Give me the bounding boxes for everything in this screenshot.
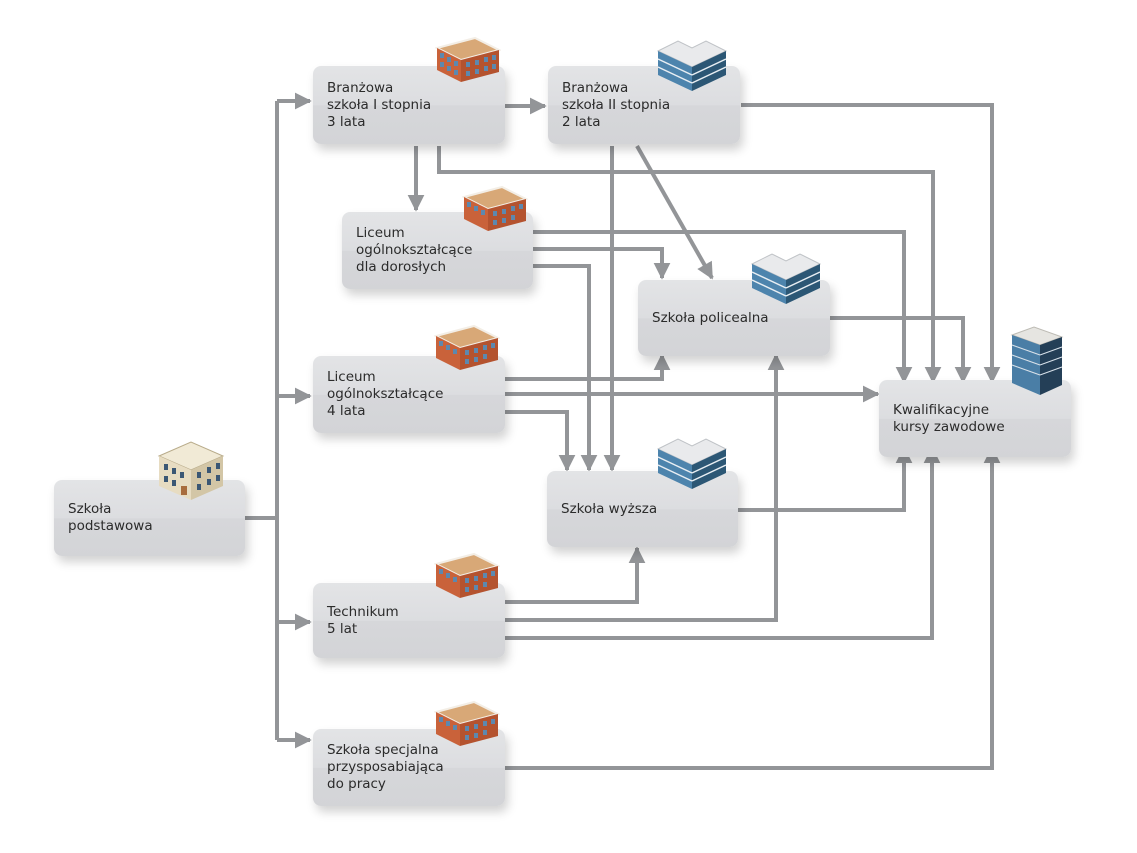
- connector-podstawowa-trunk: [245, 101, 279, 740]
- brick-building-icon: [435, 36, 501, 82]
- connector-specjalna-kkz: [505, 446, 1001, 770]
- glass-office-building-icon: [656, 40, 728, 91]
- node-label: Szkoła wyższa: [561, 500, 658, 517]
- node-label: Szkoła policealna: [652, 309, 769, 326]
- node-label: Szkoła specjalna przysposabiająca do pra…: [327, 742, 444, 792]
- connector-liceum-wyzsza: [505, 410, 576, 472]
- connector-liceum-dor-wyzsza: [533, 264, 598, 472]
- brick-building-icon: [462, 185, 528, 231]
- brick-building-icon: [434, 700, 500, 746]
- node-label: Kwalifikacyjne kursy zawodowe: [893, 401, 1005, 435]
- node-liceum-dla-doroslych: Liceum ogólnokształcące dla dorosłych: [342, 212, 533, 289]
- node-label: Szkoła podstawowa: [68, 501, 153, 534]
- node-label: Technikum 5 lat: [327, 603, 399, 637]
- connector-liceum-policealna: [505, 353, 671, 381]
- node-label: Branżowa szkoła II stopnia 2 lata: [562, 79, 671, 130]
- node-szkola-wyzsza: Szkoła wyższa: [547, 471, 738, 547]
- brick-building-icon: [434, 552, 500, 598]
- connector-branzowa2-kkz: [741, 103, 1001, 384]
- node-label: Liceum ogólnokształcące 4 lata: [327, 369, 444, 419]
- node-kwalifikacyjne-kursy: Kwalifikacyjne kursy zawodowe: [879, 380, 1071, 457]
- connector-wyzsza-kkz: [738, 446, 913, 512]
- connector-technikum-kkz: [505, 446, 941, 640]
- node-branzowa-szkola-1: Branżowa szkoła I stopnia 3 lata: [313, 66, 505, 144]
- connector-policealna-kkz: [830, 316, 972, 384]
- node-technikum: Technikum 5 lat: [313, 583, 505, 658]
- brick-building-icon: [434, 324, 500, 370]
- glass-office-building-icon: [656, 438, 728, 489]
- office-tower-icon: [1010, 326, 1064, 395]
- node-szkola-podstawowa: Szkoła podstawowa: [54, 480, 245, 556]
- connector-liceum-dor-policealna: [533, 247, 671, 280]
- connector-technikum-wyzsza: [505, 546, 646, 604]
- school-classic-building-icon: [157, 441, 225, 500]
- connector-liceum-dor-kkz: [533, 230, 913, 384]
- node-liceum-ogolnoksztalcace: Liceum ogólnokształcące 4 lata: [313, 356, 505, 433]
- connector-branzowa1-kkz: [437, 146, 942, 384]
- connector-branzowa2-policealna: [635, 145, 714, 280]
- glass-office-building-icon: [750, 253, 822, 304]
- connector-technikum-policealna: [505, 353, 785, 622]
- node-label: Branżowa szkoła I stopnia 3 lata: [327, 79, 432, 130]
- node-label: Liceum ogólnokształcące dla dorosłych: [356, 225, 473, 275]
